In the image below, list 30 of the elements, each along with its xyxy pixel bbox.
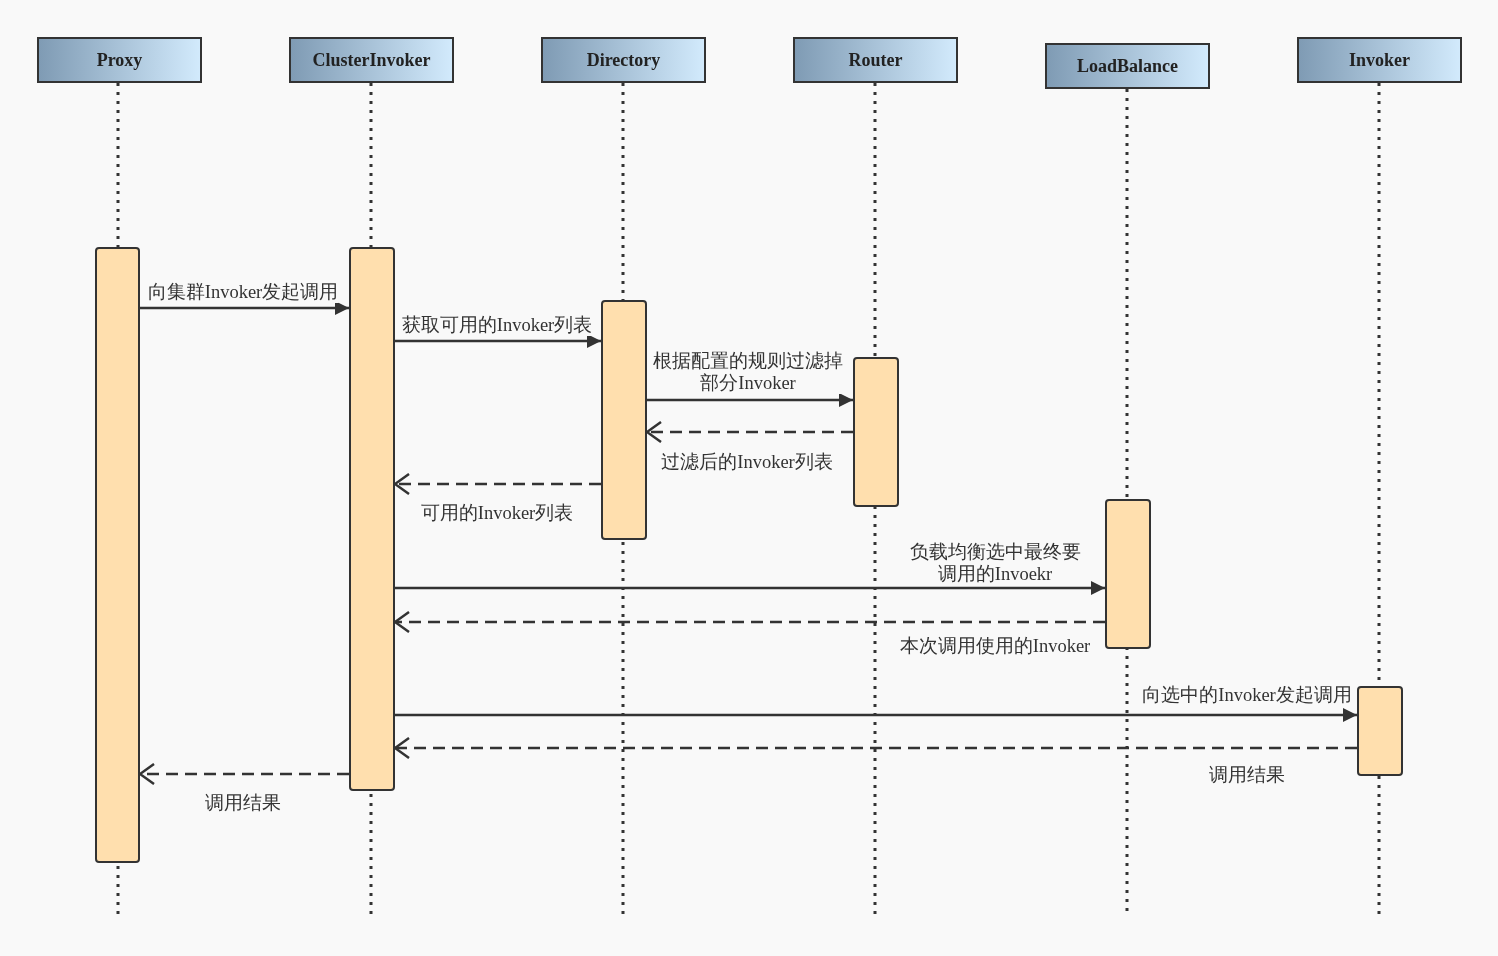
message-arrow bbox=[647, 393, 853, 407]
edge-label: 本次调用使用的Invoker bbox=[899, 635, 1091, 657]
message-arrow bbox=[395, 581, 1105, 595]
edge-label: 调用结果 bbox=[205, 792, 281, 814]
edge-label: 过滤后的Invoker列表 bbox=[661, 451, 833, 473]
edge-label: 向选中的Invoker发起调用 bbox=[1142, 684, 1352, 706]
edge-label: 调用结果 bbox=[1209, 764, 1285, 786]
activation-bar bbox=[1357, 686, 1403, 776]
activation-bar bbox=[853, 357, 899, 507]
activation-bar bbox=[1105, 499, 1151, 649]
activation-bar bbox=[349, 247, 395, 791]
message-arrow bbox=[140, 301, 349, 315]
participant-box: Invoker bbox=[1297, 37, 1462, 83]
message-arrow bbox=[395, 708, 1357, 722]
participant-box: Proxy bbox=[37, 37, 202, 83]
message-arrow bbox=[395, 334, 601, 348]
edge-label: 获取可用的Invoker列表 bbox=[401, 314, 593, 336]
return-arrow bbox=[393, 736, 1357, 760]
return-arrow bbox=[393, 610, 1105, 634]
activation-bar bbox=[95, 247, 140, 863]
participant-box: LoadBalance bbox=[1045, 43, 1210, 89]
edge-label: 向集群Invoker发起调用 bbox=[147, 281, 339, 303]
return-arrow bbox=[645, 420, 853, 444]
return-arrow bbox=[393, 472, 601, 496]
participant-box: ClusterInvoker bbox=[289, 37, 454, 83]
return-arrow bbox=[138, 762, 349, 786]
participant-box: Directory bbox=[541, 37, 706, 83]
edge-label: 可用的Invoker列表 bbox=[420, 502, 574, 524]
participant-box: Router bbox=[793, 37, 958, 83]
activation-bar bbox=[601, 300, 647, 540]
